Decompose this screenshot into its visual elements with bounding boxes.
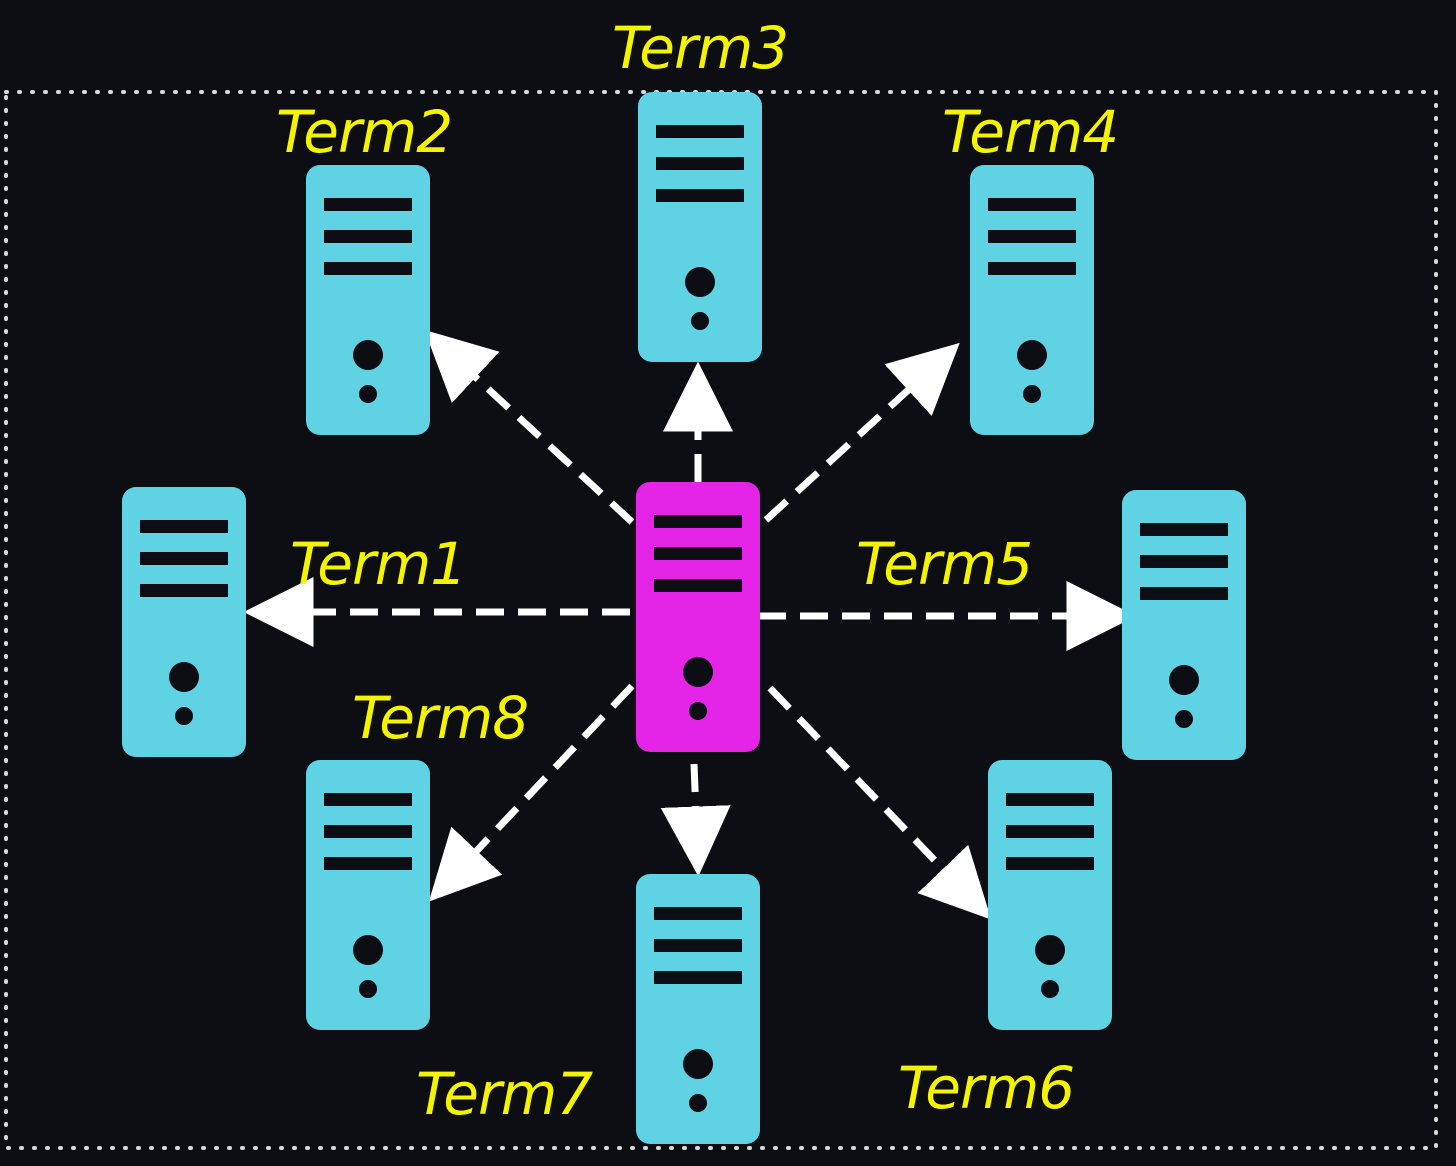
terminal-label-term7: Term7 (416, 1060, 593, 1128)
connection-term2 (424, 329, 635, 525)
terminal-term1[interactable] (122, 487, 246, 757)
terminal-term5[interactable] (1122, 490, 1246, 760)
server-tower-icon (636, 874, 760, 1144)
server-tower-icon (306, 165, 430, 435)
server-tower-icon (988, 760, 1112, 1030)
terminal-label-term1: Term1 (290, 530, 466, 598)
terminal-term6[interactable] (988, 760, 1112, 1030)
server-tower-icon (122, 487, 246, 757)
terminal-label-term5: Term5 (856, 530, 1032, 598)
server-tower-icon (1122, 490, 1246, 760)
terminal-term8[interactable] (306, 760, 430, 1030)
connections (243, 329, 1137, 920)
terminal-label-term2: Term2 (276, 98, 452, 166)
server-tower-icon (970, 165, 1094, 435)
terminal-term4[interactable] (970, 165, 1094, 435)
connection-term8 (428, 683, 635, 902)
central-server[interactable] (636, 482, 760, 752)
terminal-term2[interactable] (306, 165, 430, 435)
server-tower-icon (306, 760, 430, 1030)
terminal-term7[interactable] (636, 874, 760, 1144)
terminal-label-term4: Term4 (942, 98, 1118, 166)
terminal-label-term6: Term6 (898, 1054, 1074, 1122)
server-tower-icon (636, 482, 760, 752)
terminal-term3[interactable] (638, 92, 762, 362)
connection-term6 (767, 685, 992, 920)
terminal-label-term3: Term3 (612, 14, 788, 82)
terminal-label-term8: Term8 (352, 684, 528, 752)
server-tower-icon (638, 92, 762, 362)
terminal-labels: Term1 Term2 Term3 Term4 Term5 Term6 Term… (276, 14, 1119, 1128)
connection-term7 (660, 763, 731, 877)
